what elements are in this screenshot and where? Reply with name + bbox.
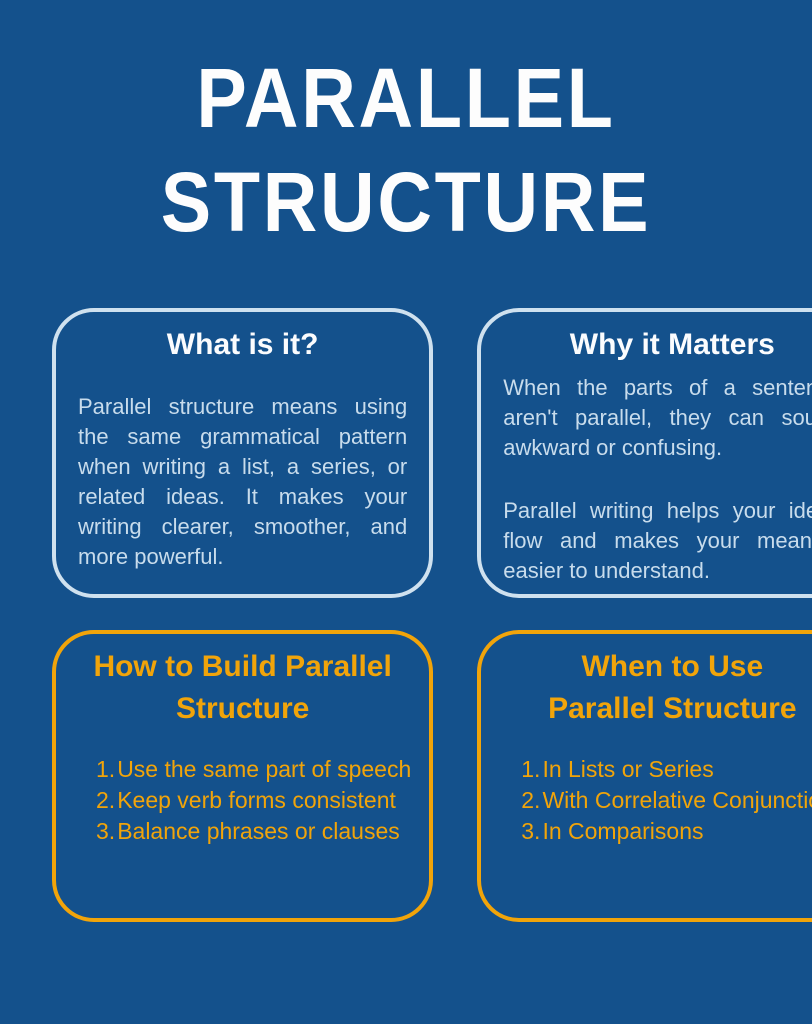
card-why-it-matters: Why it Matters When the parts of a sente… bbox=[477, 308, 812, 598]
list-item-number: 2. bbox=[521, 787, 541, 813]
list-item-text: In Lists or Series bbox=[542, 756, 714, 782]
list-item-text: Balance phrases or clauses bbox=[117, 818, 400, 844]
card-what-is-it-heading: What is it? bbox=[166, 328, 319, 361]
poster-title-line-1: PARALLEL bbox=[196, 51, 616, 145]
card-how-to-build-heading-line-2: Structure bbox=[175, 692, 310, 725]
card-when-to-use-heading: When to Use Parallel Structure bbox=[499, 646, 812, 730]
poster-title-line-2: STRUCTURE bbox=[160, 155, 652, 249]
list-item: 3. Balance phrases or clauses bbox=[96, 816, 411, 847]
card-what-is-it-body: Parallel structure means using the same … bbox=[78, 394, 408, 569]
card-how-to-build-heading: How to Build Parallel Structure bbox=[74, 646, 411, 730]
card-what-is-it: What is it? Parallel structure means usi… bbox=[52, 308, 434, 598]
list-item-number: 1. bbox=[521, 756, 541, 782]
list-item: 3. In Comparisons bbox=[521, 816, 812, 847]
card-how-to-build: How to Build Parallel Structure 1. Use t… bbox=[52, 630, 434, 922]
list-item-number: 2. bbox=[96, 787, 116, 813]
list-item: 1. In Lists or Series bbox=[521, 754, 812, 785]
card-when-to-use: When to Use Parallel Structure 1. In Lis… bbox=[477, 630, 812, 922]
list-item: 2. Keep verb forms consistent bbox=[96, 785, 411, 816]
list-item-number: 1. bbox=[96, 756, 116, 782]
how-to-build-list: 1. Use the same part of speech 2. Keep v… bbox=[74, 754, 411, 847]
card-why-it-matters-paragraph-2: Parallel writing helps your ideas flow a… bbox=[503, 498, 812, 583]
list-item-number: 3. bbox=[521, 818, 541, 844]
card-how-to-build-heading-line-1: How to Build Parallel bbox=[93, 650, 392, 683]
cards-grid: What is it? Parallel structure means usi… bbox=[52, 308, 812, 922]
card-when-to-use-heading-line-2: Parallel Structure bbox=[548, 692, 797, 725]
list-item: 1. Use the same part of speech bbox=[96, 754, 411, 785]
list-item: 2. With Correlative Conjunctions bbox=[521, 785, 812, 816]
list-item-text: With Correlative Conjunctions bbox=[542, 787, 812, 813]
list-item-text: Use the same part of speech bbox=[117, 756, 412, 782]
list-item-number: 3. bbox=[96, 818, 116, 844]
list-item-text: Keep verb forms consistent bbox=[117, 787, 396, 813]
card-why-it-matters-paragraph-1: When the parts of a sentence aren't para… bbox=[503, 375, 812, 460]
card-when-to-use-heading-line-1: When to Use bbox=[581, 650, 764, 683]
list-item-text: In Comparisons bbox=[542, 818, 704, 844]
card-why-it-matters-heading: Why it Matters bbox=[569, 328, 775, 361]
poster-title: PARALLEL STRUCTURE bbox=[0, 46, 812, 254]
when-to-use-list: 1. In Lists or Series 2. With Correlativ… bbox=[499, 754, 812, 847]
